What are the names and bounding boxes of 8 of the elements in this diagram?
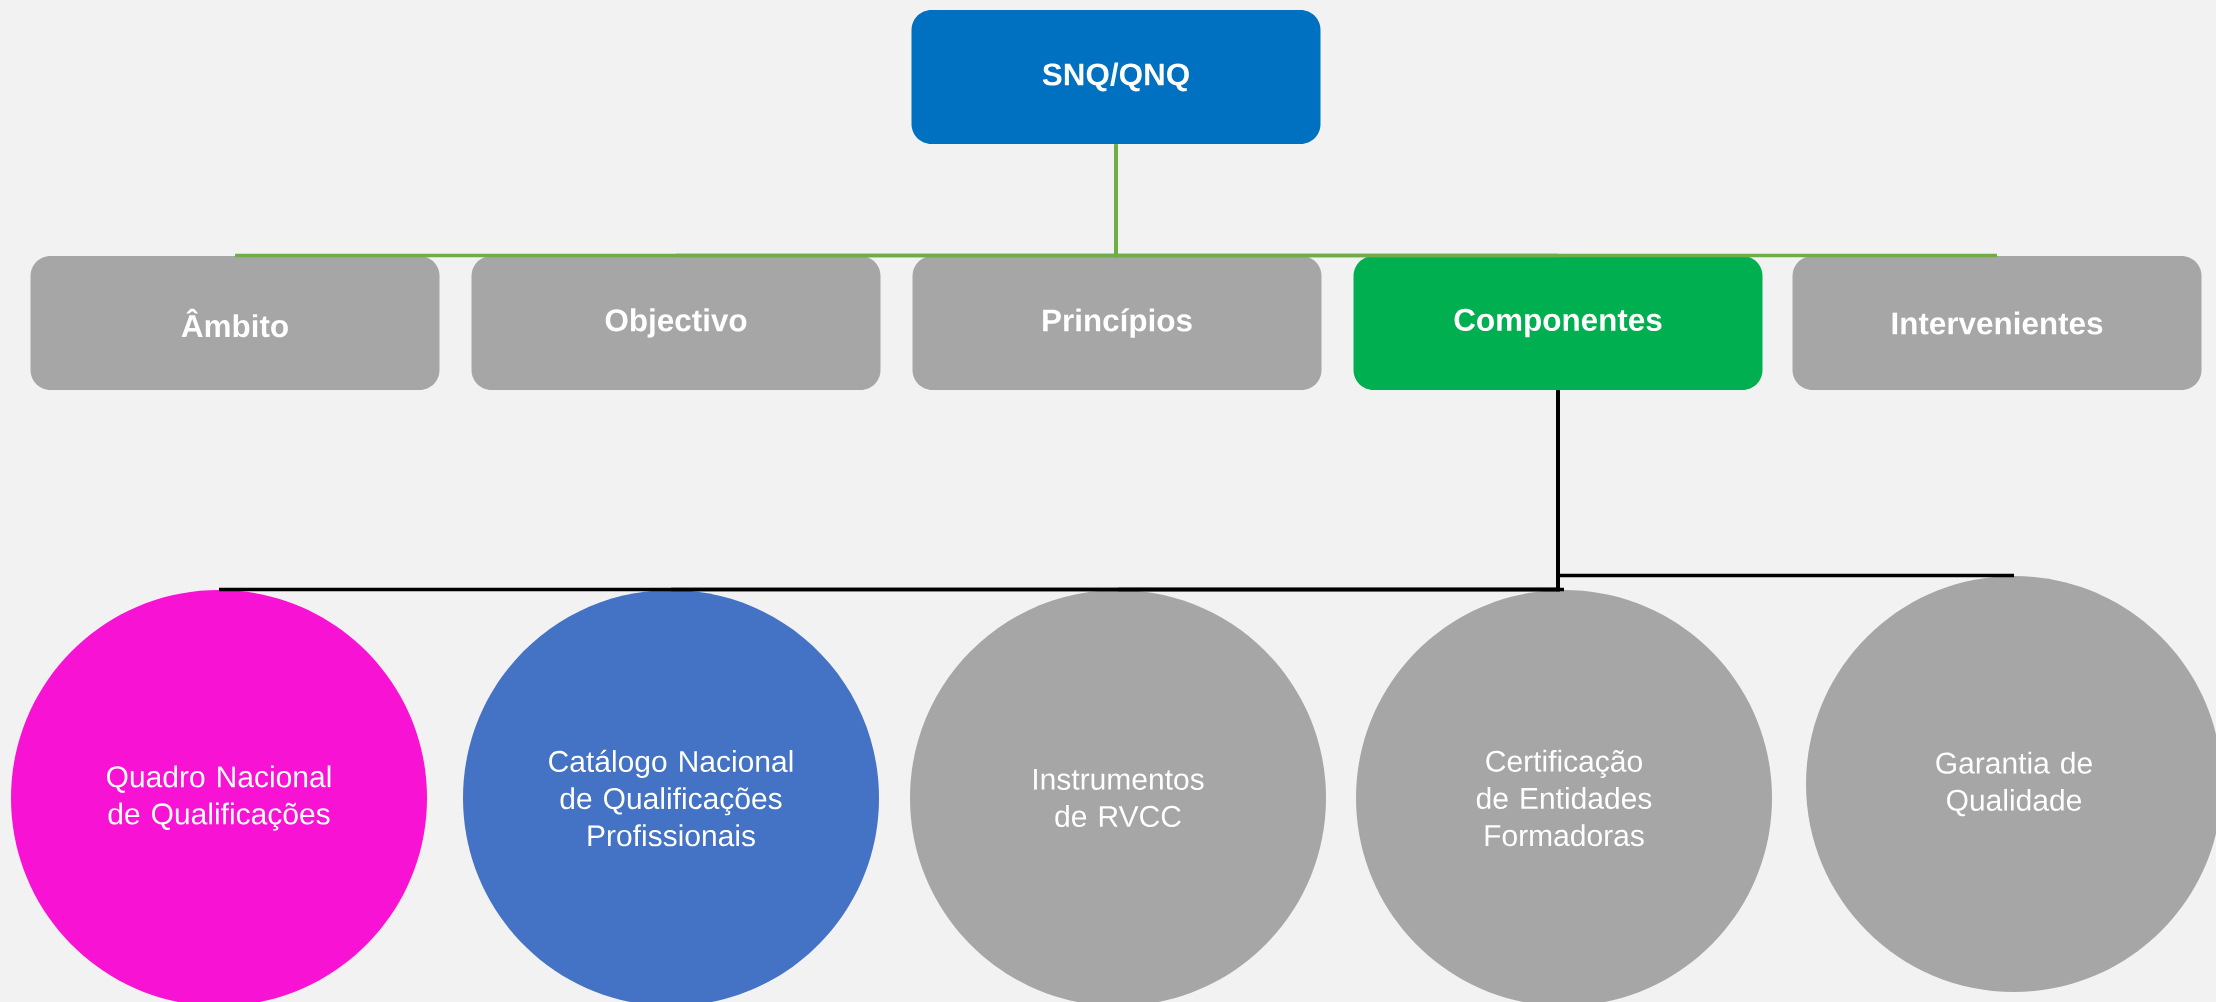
connector-line [1114,144,1997,258]
category-box: Objectivo [471,256,881,390]
root-box: SNQ/QNQ [911,10,1321,144]
category-box: Âmbito [30,256,440,390]
category-box: Princípios [912,256,1322,390]
connector-line [1556,390,2014,578]
category-box: Componentes [1353,256,1763,390]
category-box: Intervenientes [1792,256,2202,390]
